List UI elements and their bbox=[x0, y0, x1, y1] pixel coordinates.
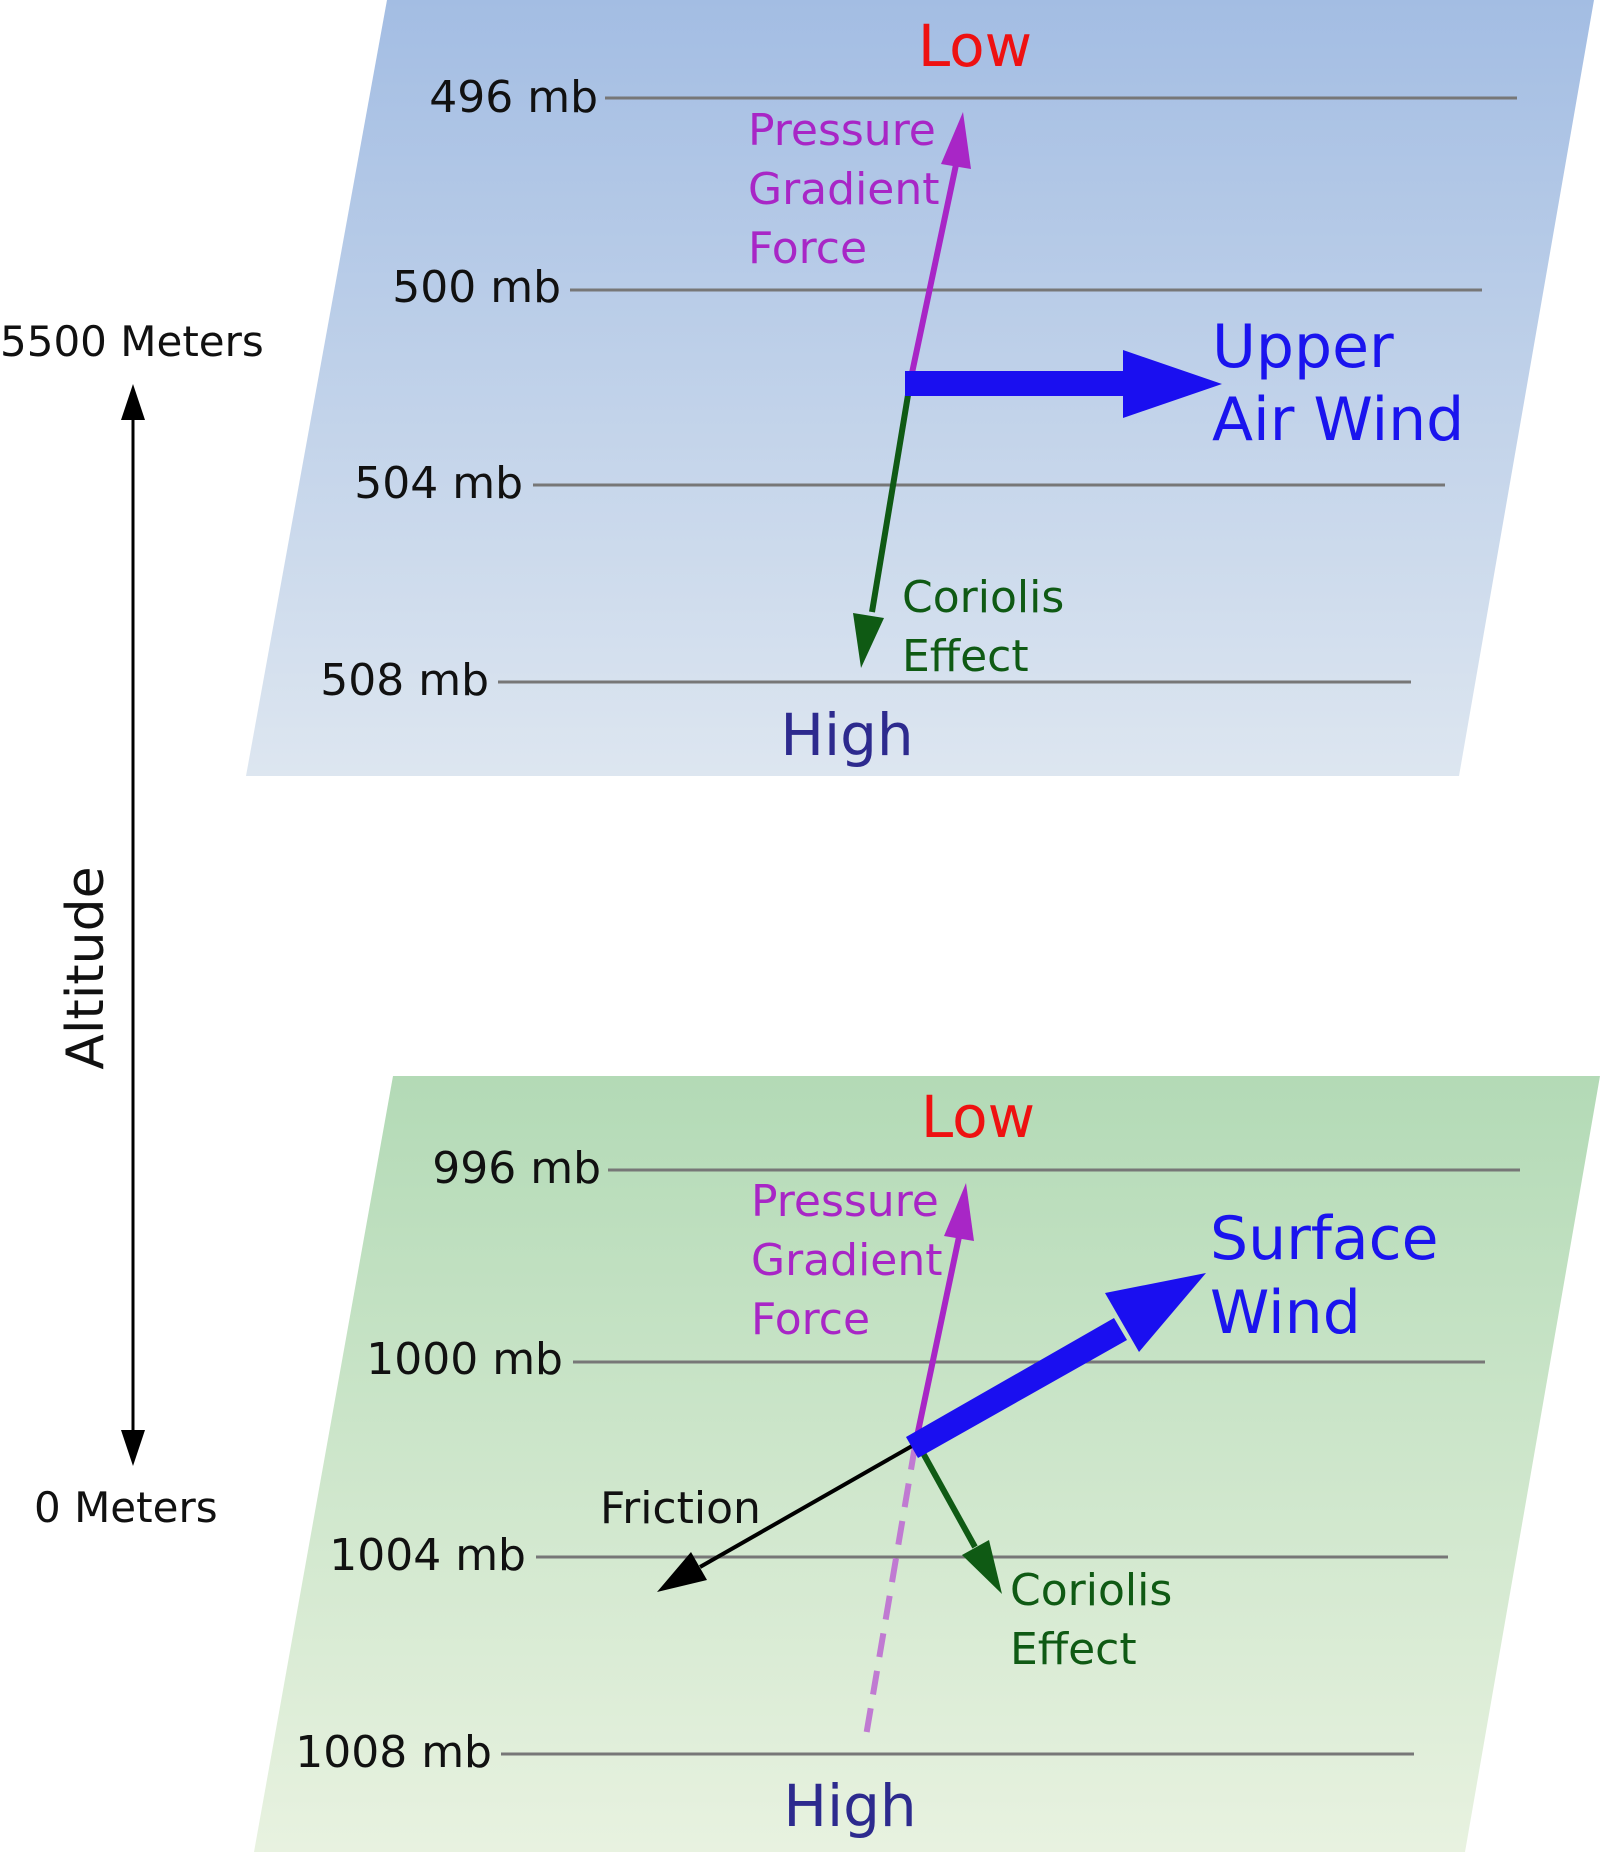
upper-plane: Low High 496 mb 500 mb 504 mb 508 mb Pre… bbox=[246, 0, 1594, 776]
upper-isobars bbox=[498, 96, 1517, 684]
surface-wind-label-line: Surface bbox=[1210, 1204, 1439, 1274]
altitude-axis-arrow-up bbox=[121, 384, 145, 420]
upper-air-wind-arrow bbox=[905, 350, 1222, 418]
isobar-label: 496 mb bbox=[429, 72, 598, 123]
upper-pgf-label-line: Gradient bbox=[748, 164, 940, 215]
lower-coriolis-label-line: Effect bbox=[1010, 1624, 1137, 1675]
isobar-label: 996 mb bbox=[432, 1143, 601, 1194]
lower-pgf-label-line: Pressure bbox=[751, 1176, 939, 1227]
isobar-label: 1004 mb bbox=[329, 1530, 526, 1581]
upper-wind-label-line: Upper bbox=[1212, 312, 1394, 382]
upper-pgf-label-line: Force bbox=[748, 223, 867, 274]
lower-coriolis-label-line: Coriolis bbox=[1010, 1565, 1172, 1616]
upper-wind-label-line: Air Wind bbox=[1212, 385, 1464, 455]
upper-low-label: Low bbox=[918, 12, 1032, 80]
surface-wind-label-line: Wind bbox=[1210, 1278, 1361, 1348]
lower-high-label: High bbox=[783, 1772, 916, 1840]
upper-high-label: High bbox=[780, 701, 913, 769]
lower-pgf-label-line: Force bbox=[751, 1294, 870, 1345]
lower-pgf-label-line: Gradient bbox=[751, 1235, 943, 1286]
isobar-label: 500 mb bbox=[392, 262, 561, 313]
upper-coriolis-label-line: Coriolis bbox=[902, 572, 1064, 623]
lower-pressure-gradient-arrow bbox=[863, 1183, 974, 1737]
isobar-label: 1000 mb bbox=[366, 1334, 563, 1385]
upper-pgf-label-line: Pressure bbox=[748, 105, 936, 156]
pressure-gradient-extension bbox=[863, 1445, 918, 1737]
surface-wind-arrow bbox=[906, 1273, 1206, 1458]
altitude-label: Altitude bbox=[56, 866, 116, 1069]
upper-coriolis-label-line: Effect bbox=[902, 631, 1029, 682]
altitude-bottom-label: 0 Meters bbox=[34, 1483, 218, 1532]
lower-plane: Low High 996 mb 1000 mb 1004 mb 1008 mb … bbox=[254, 1076, 1600, 1852]
upper-pressure-gradient-arrow bbox=[909, 112, 971, 374]
isobar-label: 508 mb bbox=[320, 655, 489, 706]
lower-coriolis-arrow bbox=[915, 1442, 1002, 1594]
friction-label: Friction bbox=[600, 1483, 761, 1534]
altitude-top-label: 5500 Meters bbox=[0, 317, 264, 366]
altitude-axis-arrow-down bbox=[121, 1430, 145, 1466]
lower-low-label: Low bbox=[921, 1083, 1035, 1151]
altitude-axis: 5500 Meters 0 Meters Altitude bbox=[0, 317, 264, 1532]
isobar-label: 504 mb bbox=[354, 458, 523, 509]
upper-coriolis-arrow bbox=[853, 382, 913, 668]
isobar-label: 1008 mb bbox=[295, 1727, 492, 1778]
lower-friction-arrow bbox=[657, 1444, 913, 1592]
